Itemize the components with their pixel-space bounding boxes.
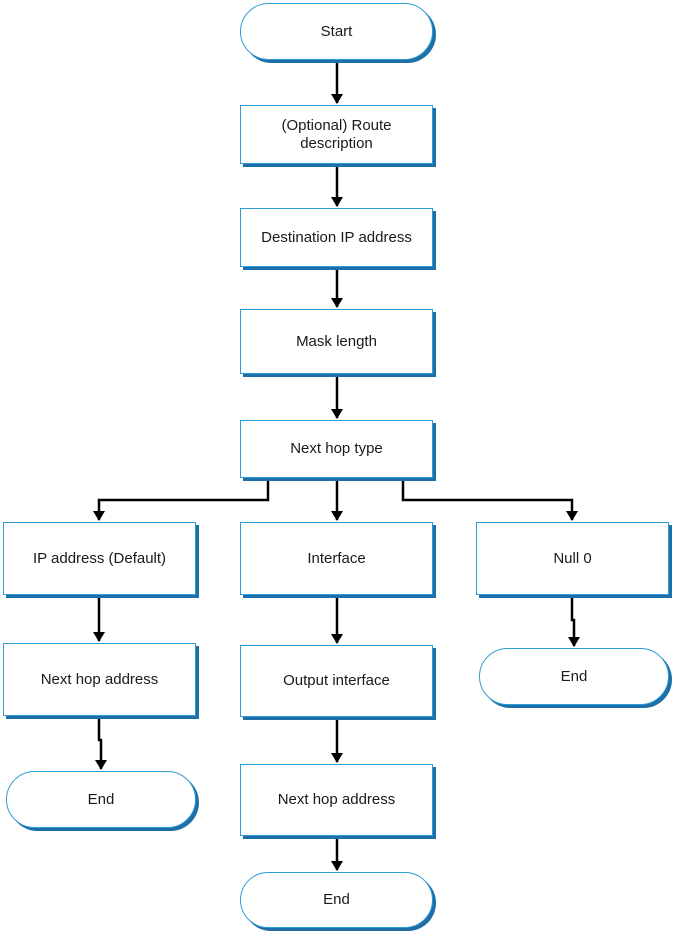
route-description-box: (Optional) Route description [240, 105, 433, 164]
arrow-type-to-ipaddress [93, 478, 270, 521]
null0-box: Null 0 [476, 522, 669, 595]
destination-ip-box: Destination IP address [240, 208, 433, 267]
next-hop-address-left-box: Next hop address [3, 643, 196, 716]
end-node-center: End [240, 872, 433, 928]
end-node-right: End [479, 648, 669, 705]
arrow-null0-to-end [568, 595, 580, 647]
arrow-nexthop-left-to-end [95, 716, 107, 770]
mask-length-box: Mask length [240, 309, 433, 374]
output-interface-box: Output interface [240, 645, 433, 717]
end-node-left: End [6, 771, 196, 828]
interface-box: Interface [240, 522, 433, 595]
next-hop-address-center-box: Next hop address [240, 764, 433, 836]
ip-address-default-box: IP address (Default) [3, 522, 196, 595]
arrow-type-to-null0 [401, 478, 578, 521]
start-node: Start [240, 3, 433, 60]
next-hop-type-box: Next hop type [240, 420, 433, 478]
